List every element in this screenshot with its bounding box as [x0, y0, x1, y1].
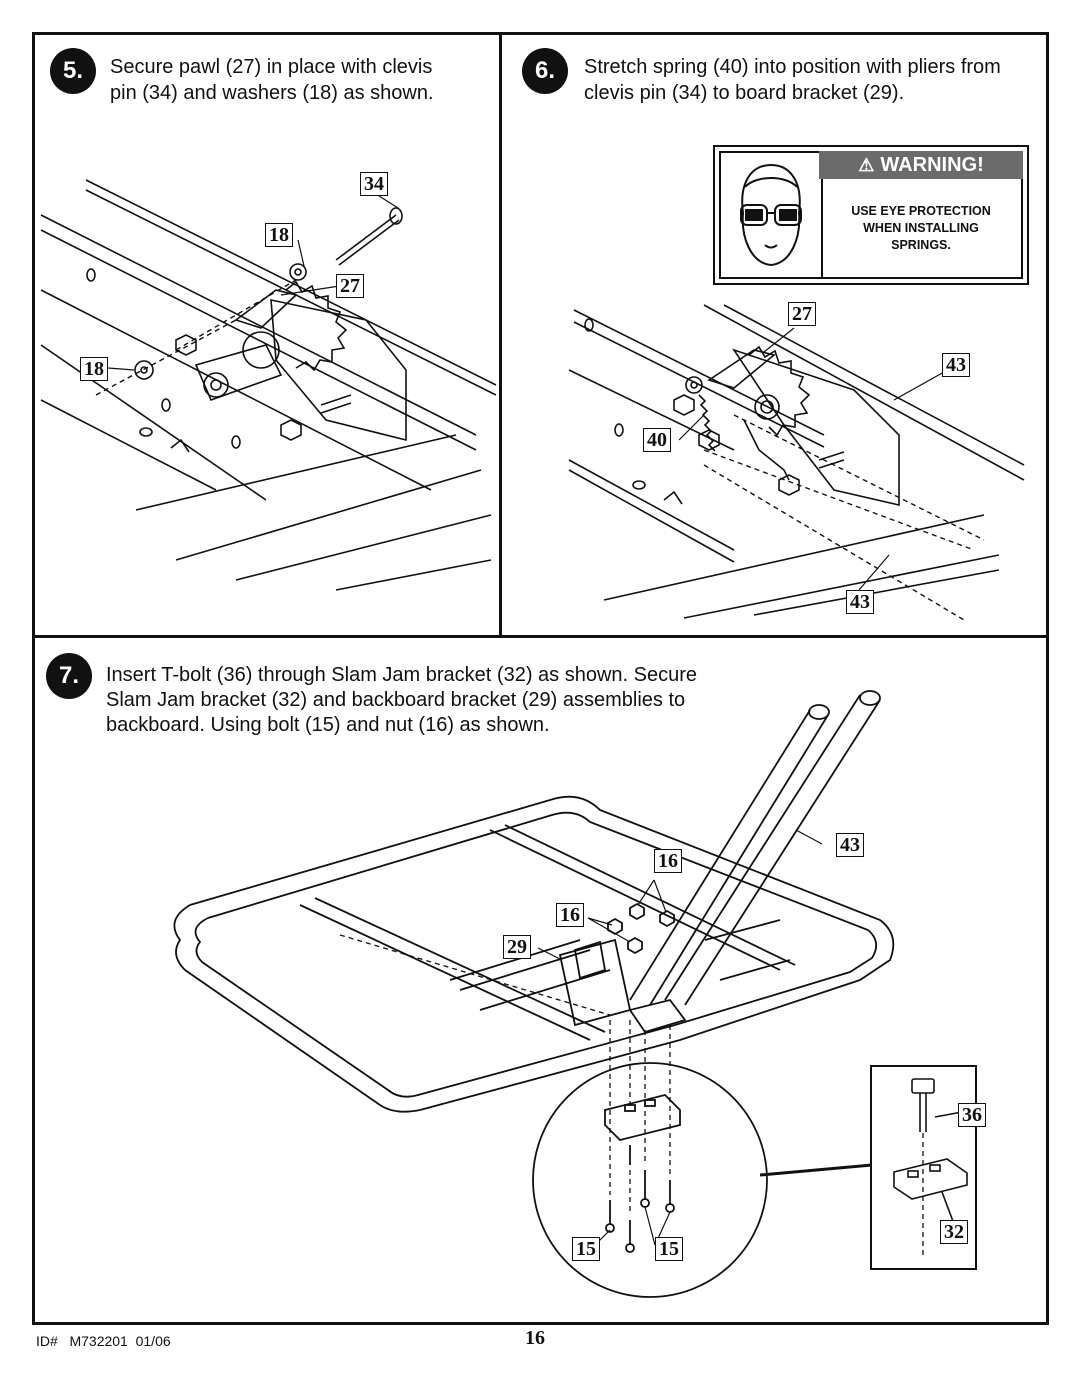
warning-line-1: USE EYE PROTECTION — [851, 204, 991, 218]
t-bolt-detail-illustration — [893, 1078, 968, 1257]
callout-34: 34 — [360, 172, 388, 196]
warning-triangle-icon: ⚠ — [858, 154, 875, 175]
callout-27: 27 — [336, 274, 364, 298]
callout-18-lower: 18 — [80, 357, 108, 381]
warning-label: ⚠ WARNING! USE EYE PROTECTION WHEN INSTA… — [713, 145, 1029, 285]
document-id: ID# M732201 01/06 — [36, 1333, 171, 1349]
callout-16-lower: 16 — [556, 903, 584, 927]
step-7-instructions: Insert T-bolt (36) through Slam Jam brac… — [106, 663, 697, 738]
step-7-line-2: Slam Jam bracket (32) and backboard brac… — [106, 689, 686, 711]
callout-29: 29 — [503, 935, 531, 959]
t-bolt-detail-box — [870, 1065, 977, 1270]
page-number: 16 — [525, 1327, 545, 1349]
step-7-line-1: Insert T-bolt (36) through Slam Jam brac… — [106, 664, 698, 686]
step-6-line-2: clevis pin (34) to board bracket (29). — [584, 82, 905, 104]
step-5-instructions: Secure pawl (27) in place with clevis pi… — [110, 54, 434, 106]
callout-40: 40 — [643, 428, 671, 452]
page-frame — [32, 32, 1049, 1325]
callout-43: 43 — [836, 833, 864, 857]
warning-title: WARNING! — [880, 153, 984, 176]
warning-line-3: SPRINGS. — [891, 238, 951, 252]
callout-15-right: 15 — [655, 1237, 683, 1261]
callout-18-upper: 18 — [265, 223, 293, 247]
step-5-line-1: Secure pawl (27) in place with clevis — [110, 56, 433, 78]
step-7-backboard-illustration — [173, 690, 895, 1298]
callout-16-upper: 16 — [654, 849, 682, 873]
step-6-badge: 6. — [522, 48, 568, 94]
callout-32: 32 — [940, 1220, 968, 1244]
step-5-line-2: pin (34) and washers (18) as shown. — [110, 82, 434, 104]
callout-15-left: 15 — [572, 1237, 600, 1261]
step-6-illustration — [568, 304, 1025, 621]
warning-header: ⚠ WARNING! — [819, 151, 1023, 179]
panel-divider-vertical — [499, 32, 502, 638]
panel-divider-horizontal — [32, 635, 1049, 638]
warning-text: USE EYE PROTECTION WHEN INSTALLING SPRIN… — [819, 203, 1023, 254]
step-6-instructions: Stretch spring (40) into position with p… — [584, 54, 1001, 106]
callout-43-lower: 43 — [846, 590, 874, 614]
step-5-badge: 5. — [50, 48, 96, 94]
callout-36: 36 — [958, 1103, 986, 1127]
callout-43-upper: 43 — [942, 353, 970, 377]
eye-protection-icon — [721, 153, 823, 277]
callout-27: 27 — [788, 302, 816, 326]
step-6-line-1: Stretch spring (40) into position with p… — [584, 56, 1001, 78]
step-5-illustration — [40, 179, 497, 591]
step-7-badge: 7. — [46, 653, 92, 699]
warning-line-2: WHEN INSTALLING — [863, 221, 979, 235]
step-7-line-3: backboard. Using bolt (15) and nut (16) … — [106, 714, 550, 736]
